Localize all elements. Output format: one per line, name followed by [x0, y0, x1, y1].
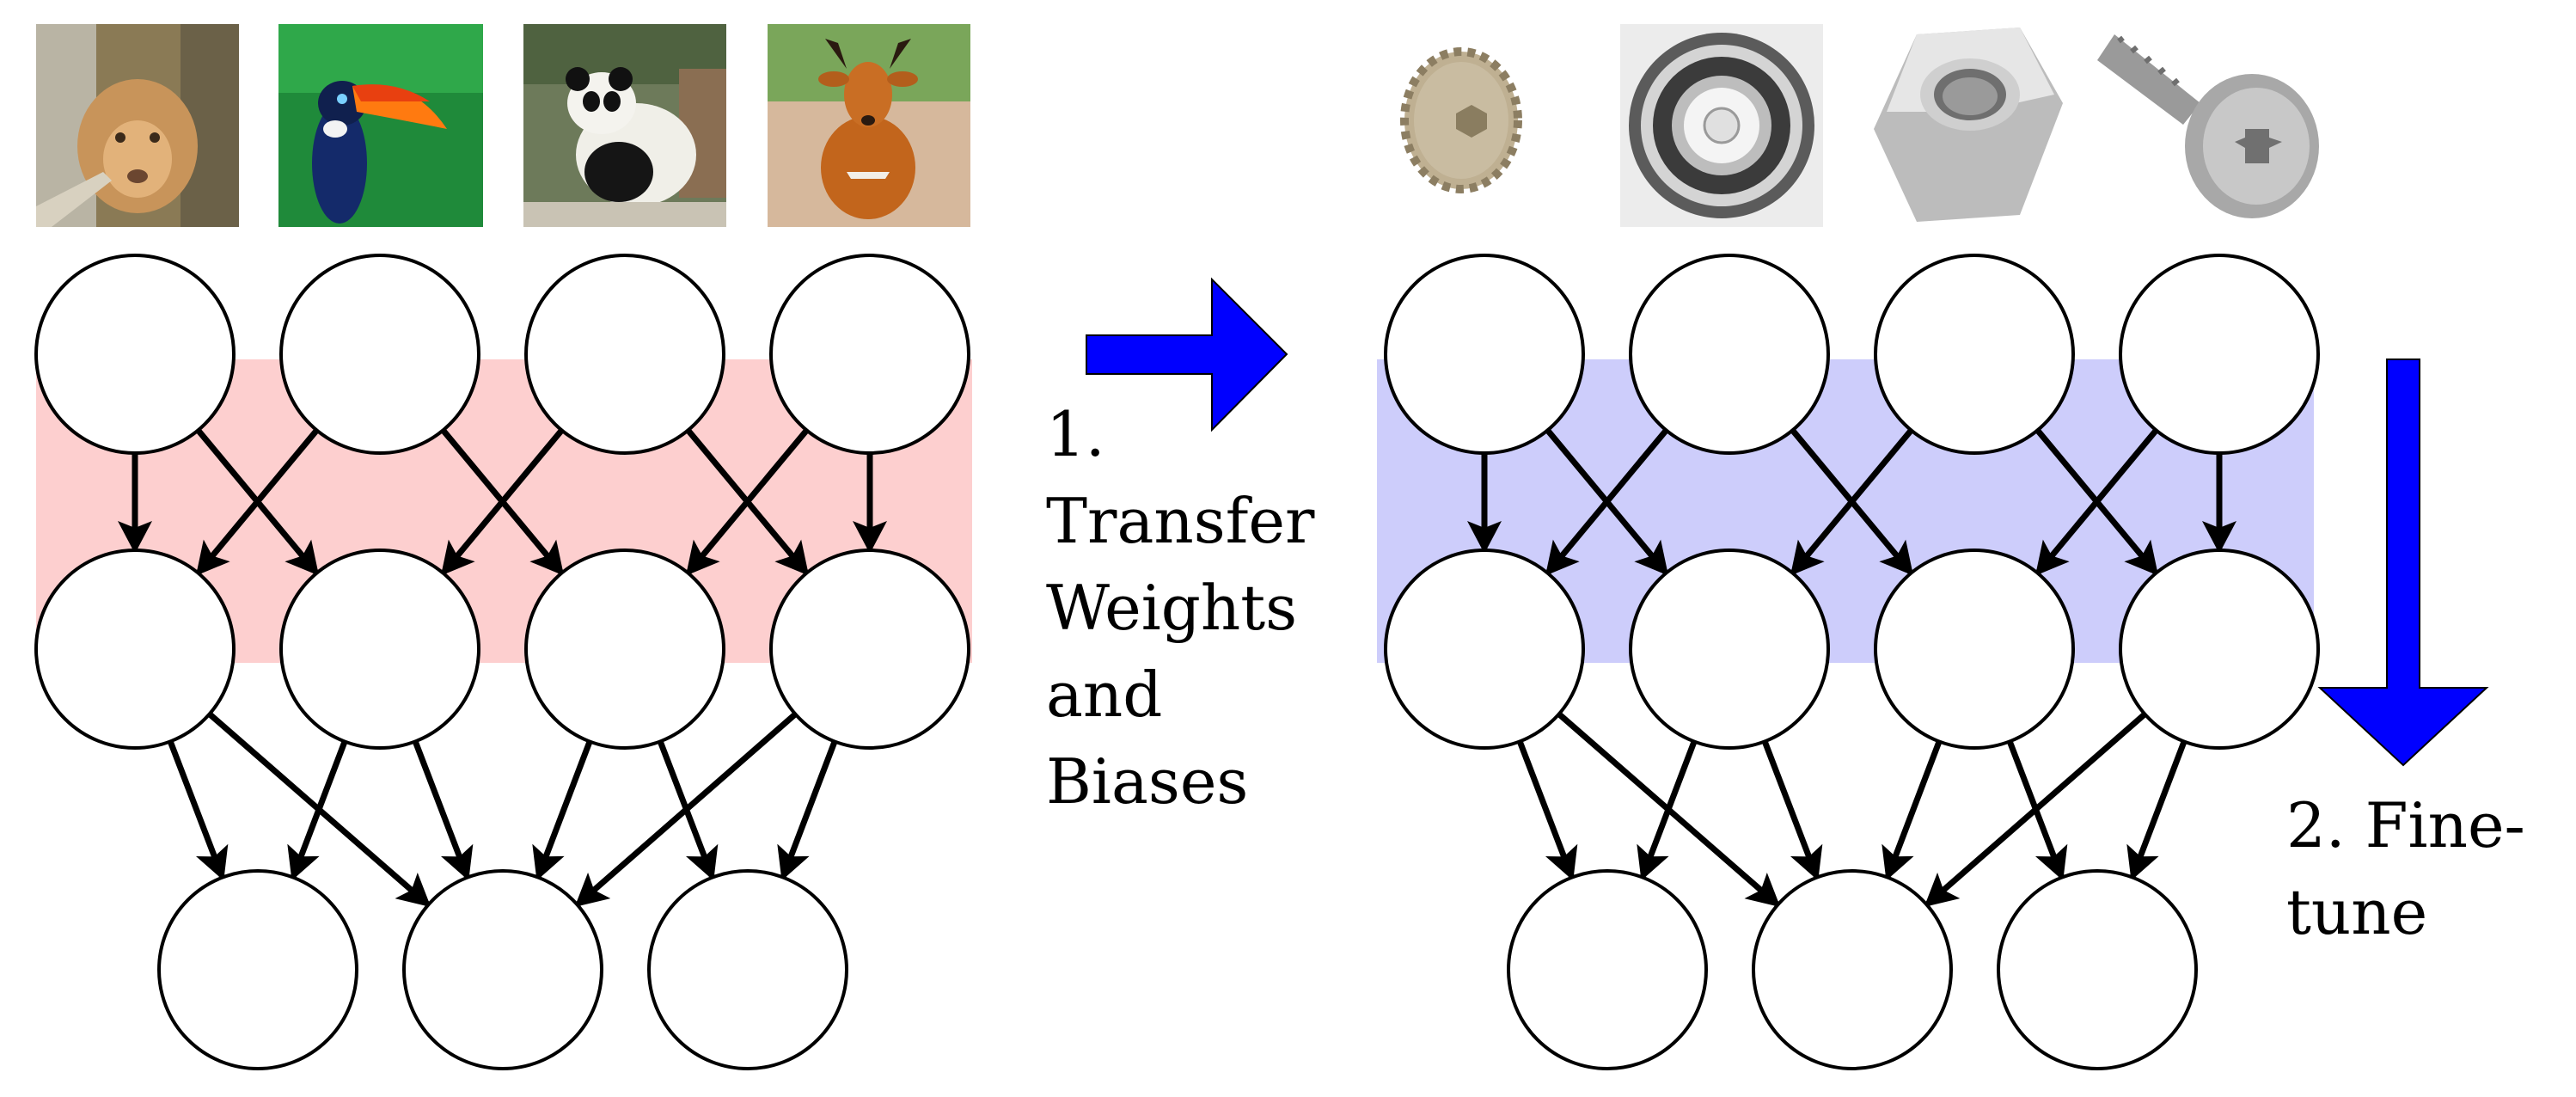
source-network-node	[279, 548, 480, 750]
transfer-step-label: 1. Transfer Weights and Biases	[1046, 391, 1314, 825]
fine-tune-step-label: 2. Fine- tune	[2286, 782, 2525, 956]
network-nodes	[34, 254, 2320, 1070]
fine-tune-label-line: 2. Fine-	[2286, 789, 2525, 861]
transfer-label-line: Weights	[1046, 572, 1298, 644]
source-network-node	[769, 254, 970, 455]
fine-tune-arrow	[2317, 359, 2489, 767]
source-network-node	[34, 254, 236, 455]
connection-arrow	[2034, 428, 2159, 576]
transfer-arrow	[1086, 277, 1288, 432]
target-network-node	[1384, 548, 1585, 750]
transfer-label-line: Biases	[1046, 745, 1249, 818]
source-network-node	[279, 254, 480, 455]
source-network-node	[647, 869, 848, 1070]
connection-arrow	[685, 428, 810, 576]
source-network-node	[402, 869, 603, 1070]
target-network-node	[1507, 869, 1708, 1070]
target-network-node	[1997, 869, 2198, 1070]
antelope-image	[768, 24, 970, 227]
connection-arrow	[440, 428, 565, 576]
source-network-node	[769, 548, 970, 750]
connection-arrow	[167, 740, 229, 881]
gear-image	[1400, 47, 1522, 193]
target-images	[1400, 24, 2319, 227]
connection-arrow	[777, 740, 838, 881]
fine-tune-label-line: tune	[2286, 876, 2428, 948]
connection-arrow	[1516, 740, 1578, 881]
target-network-node	[1629, 254, 1830, 455]
connection-arrow	[1545, 428, 1669, 576]
source-network-node	[524, 254, 725, 455]
target-network-node	[2119, 548, 2320, 750]
panda-image	[523, 24, 726, 227]
target-network-node	[1752, 869, 1953, 1070]
source-images	[36, 24, 970, 227]
connection-arrow	[2126, 740, 2187, 881]
connection-arrow	[574, 712, 798, 907]
hex-nut-image	[1874, 28, 2063, 222]
network-edges	[118, 428, 2236, 908]
source-network-node	[157, 869, 358, 1070]
target-network-node	[1384, 254, 1585, 455]
connection-arrow	[1882, 740, 1943, 881]
target-network-node	[1874, 254, 2075, 455]
source-network-node	[34, 548, 236, 750]
connection-arrow	[412, 740, 474, 881]
connection-arrow	[1924, 712, 2147, 907]
connection-arrow	[1637, 740, 1698, 881]
transfer-label-line: Transfer	[1046, 485, 1315, 557]
lion-image	[36, 24, 239, 227]
target-network-node	[1629, 548, 1830, 750]
connection-arrow	[287, 740, 348, 881]
source-network-node	[524, 548, 725, 750]
connection-arrow	[532, 740, 593, 881]
connection-arrow	[1790, 428, 1914, 576]
transfer-label-line: and	[1046, 659, 1163, 731]
connection-arrow	[1761, 740, 1823, 881]
target-network-node	[2119, 254, 2320, 455]
bearing-image	[1620, 24, 1823, 227]
connection-arrow	[195, 428, 320, 576]
screw-image	[2097, 34, 2319, 218]
toucan-image	[278, 24, 483, 227]
transfer-label-line: 1.	[1046, 398, 1105, 470]
target-network-node	[1874, 548, 2075, 750]
